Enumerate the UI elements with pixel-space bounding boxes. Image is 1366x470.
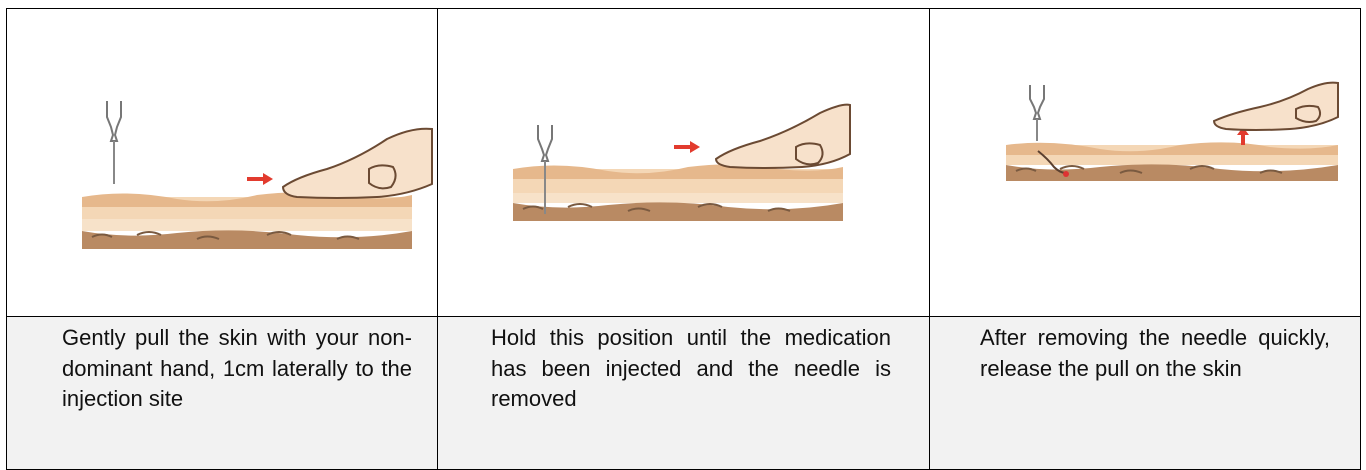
step-1-illustration-cell [6,8,438,317]
hand-icon [716,105,850,168]
step-3-illustration-cell [929,8,1361,317]
step-2-caption: Hold this position until the medication … [491,323,891,415]
step-3-illustration [930,9,1360,316]
syringe-icon [1030,85,1044,141]
step-3-caption-cell: After removing the needle quickly, relea… [929,316,1361,470]
step-3-caption: After removing the needle quickly, relea… [980,323,1330,384]
instruction-table: Gently pull the skin with your non-domin… [6,8,1361,470]
syringe-icon [107,101,121,184]
hand-icon [1214,83,1338,130]
hand-icon [283,129,432,198]
step-2-illustration [438,9,929,316]
step-1-caption-cell: Gently pull the skin with your non-domin… [6,316,438,470]
step-2-caption-cell: Hold this position until the medication … [437,316,930,470]
step-1-caption: Gently pull the skin with your non-domin… [62,323,412,415]
step-2-illustration-cell [437,8,930,317]
right-arrow-icon [247,173,273,185]
right-arrow-icon [674,141,700,153]
step-1-illustration [7,9,437,316]
